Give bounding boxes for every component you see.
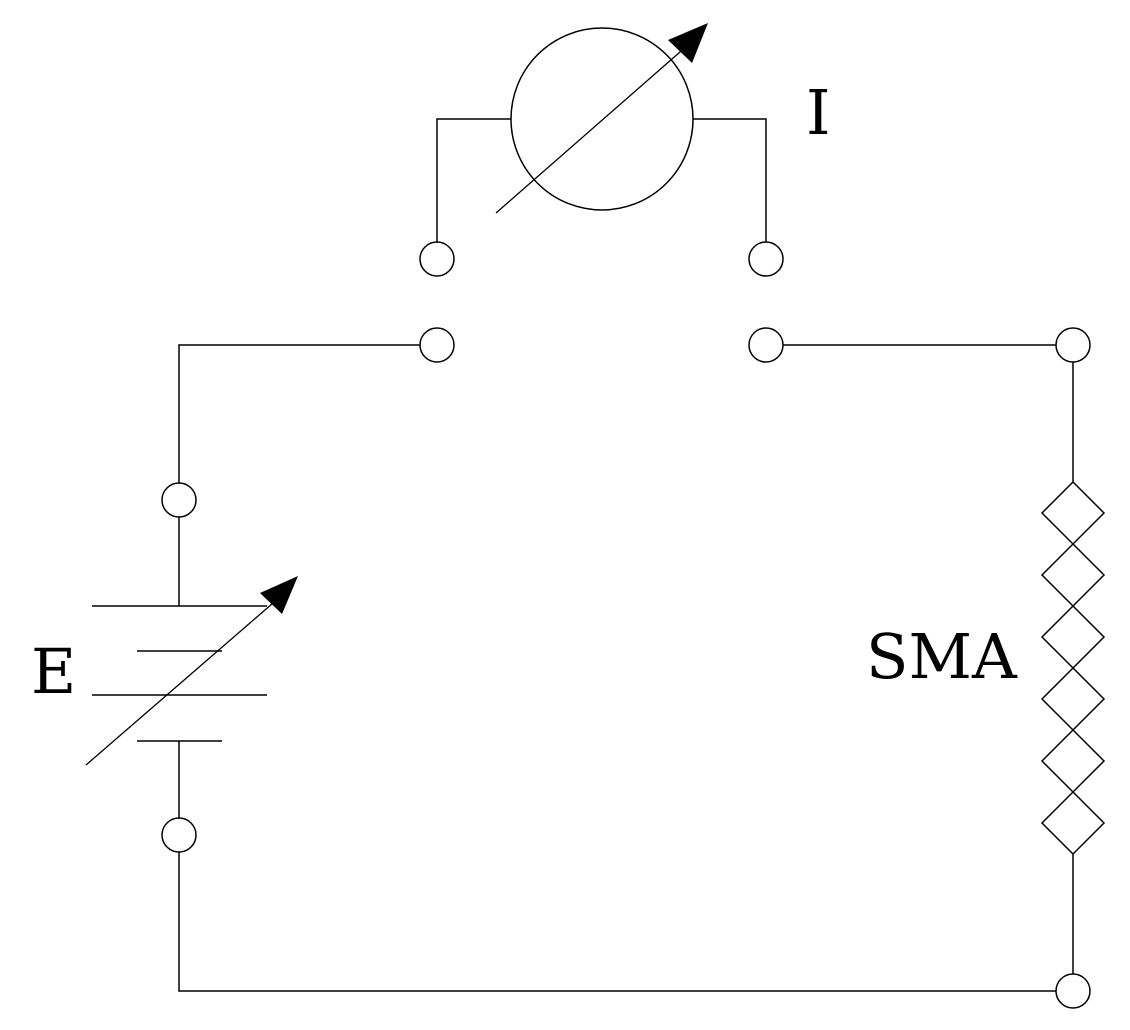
terminal-source-bottom	[161, 817, 197, 853]
terminal-ammeter-left	[419, 241, 455, 277]
sma-diamond	[1040, 790, 1106, 856]
terminal-circuit-right	[748, 327, 784, 363]
voltage-source	[85, 576, 298, 766]
sma-diamond	[1040, 480, 1106, 546]
ammeter	[436, 23, 767, 242]
terminal-circuit-left	[419, 327, 455, 363]
wire-top-left	[178, 344, 420, 483]
source-label: E	[31, 635, 76, 708]
terminal-sma-top	[1055, 327, 1091, 363]
ammeter-label: I	[806, 76, 831, 149]
source-arrow-head	[260, 576, 298, 614]
sma-diamond	[1040, 542, 1106, 608]
ammeter-arrow-head	[668, 23, 708, 63]
source-arrow-shaft	[85, 596, 281, 766]
terminal-ammeter-right	[748, 241, 784, 277]
sma-element	[1040, 480, 1106, 856]
wire-bottom	[178, 852, 1056, 992]
sma-label: SMA	[866, 620, 1018, 693]
ammeter-arrow-shaft	[495, 44, 689, 214]
sma-diamond	[1040, 728, 1106, 794]
terminal-source-top	[161, 482, 197, 518]
ammeter-right-lead	[693, 118, 767, 242]
sma-diamond	[1040, 666, 1106, 732]
sma-diamond	[1040, 604, 1106, 670]
ammeter-left-lead	[436, 118, 511, 242]
terminal-sma-bottom	[1055, 973, 1091, 1009]
ammeter-body	[510, 27, 694, 211]
